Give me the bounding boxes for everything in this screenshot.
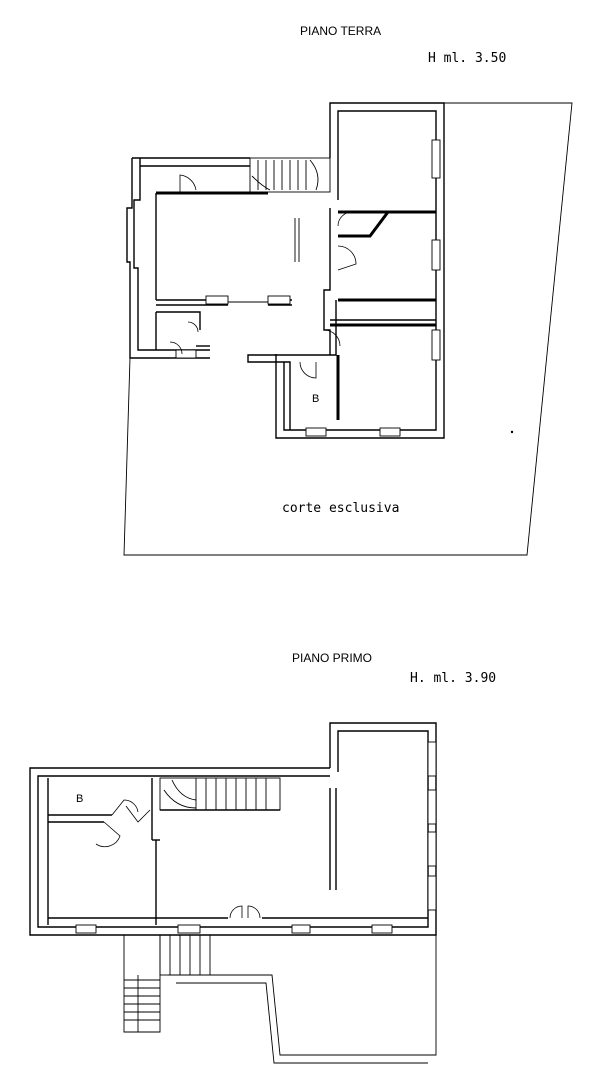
ground-floor-interior-walls — [155, 191, 436, 430]
first-floor-terrace — [168, 935, 437, 1064]
ground-floor-plan: PIANO TERRA H ml. 3.50 — [123, 24, 573, 556]
first-floor-outer-walls — [29, 722, 437, 936]
first-floor-stair — [159, 777, 281, 811]
ground-floor-windows — [175, 139, 441, 437]
ground-floor-height-note: H ml. 3.50 — [428, 51, 506, 66]
ground-floor-dot — [510, 430, 514, 434]
first-floor-plan: PIANO PRIMO H. ml. 3.90 — [29, 651, 496, 1064]
ground-floor-doors — [169, 174, 357, 379]
ground-floor-room-b: B — [312, 393, 319, 405]
first-floor-room-b: B — [76, 793, 83, 805]
ground-floor-stair — [251, 159, 319, 191]
first-floor-windows — [75, 741, 437, 934]
ground-floor-title: PIANO TERRA — [300, 24, 381, 38]
first-floor-doors — [95, 799, 261, 919]
first-floor-height-note: H. ml. 3.90 — [410, 671, 496, 686]
ground-floor-outer-walls — [126, 102, 445, 439]
first-floor-title: PIANO PRIMO — [292, 651, 372, 665]
first-floor-external-stair — [123, 934, 211, 1033]
courtyard-boundary — [123, 102, 573, 556]
courtyard-label: corte esclusiva — [282, 501, 399, 516]
first-floor-interior-walls — [47, 778, 428, 925]
